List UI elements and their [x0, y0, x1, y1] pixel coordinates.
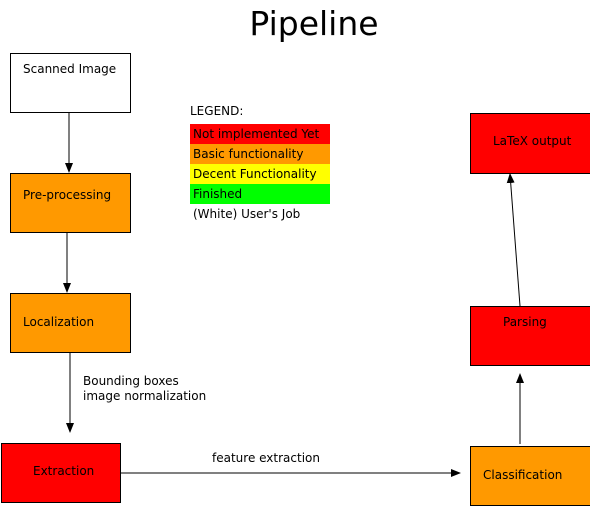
- node-latex-output: LaTeX output: [470, 113, 590, 174]
- edge-label-image-normalization: image normalization: [83, 389, 207, 403]
- node-preprocessing: Pre-processing: [10, 173, 131, 233]
- node-label: Pre-processing: [23, 188, 112, 202]
- node-label: Extraction: [33, 464, 95, 478]
- edge-label-bounding-boxes: Bounding boxes: [83, 374, 179, 388]
- diagram-title: Pipeline: [249, 4, 379, 43]
- legend-item-finished: Finished: [190, 184, 330, 204]
- legend-item-users-job: (White) User's Job: [190, 204, 330, 224]
- arrow-parsing-to-latex: [506, 173, 521, 307]
- legend-item-not-implemented: Not implemented Yet: [190, 124, 330, 144]
- legend-item-decent: Decent Functionality: [190, 164, 330, 184]
- node-parsing: Parsing: [470, 306, 590, 366]
- node-label: Localization: [23, 315, 95, 329]
- node-scanned-image: Scanned Image: [10, 53, 131, 113]
- node-extraction: Extraction: [1, 443, 121, 503]
- legend: LEGEND: Not implemented Yet Basic functi…: [190, 104, 330, 224]
- legend-item-basic: Basic functionality: [190, 144, 330, 164]
- node-localization: Localization: [10, 293, 131, 353]
- node-label: Classification: [483, 468, 563, 482]
- legend-heading: LEGEND:: [190, 104, 244, 118]
- edge-label-feature-extraction: feature extraction: [212, 451, 320, 465]
- node-classification: Classification: [470, 446, 590, 506]
- node-label: Parsing: [503, 315, 547, 329]
- node-label: LaTeX output: [493, 134, 572, 148]
- node-label: Scanned Image: [23, 62, 117, 76]
